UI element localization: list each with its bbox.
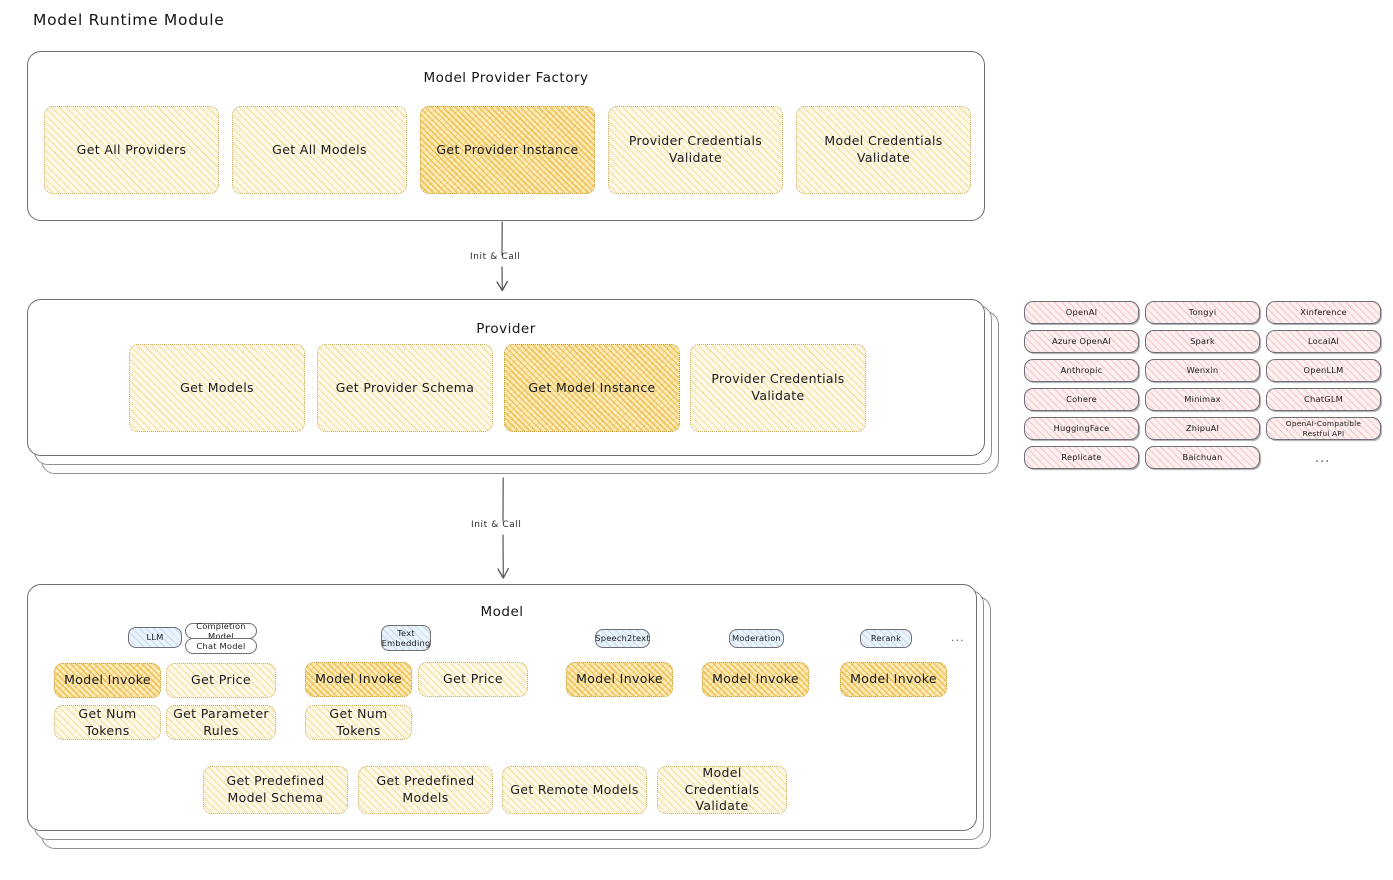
- provider-chip-zhipuai[interactable]: ZhipuAI: [1145, 417, 1260, 440]
- provider-chip-openllm[interactable]: OpenLLM: [1266, 359, 1381, 382]
- arrow-factory-to-provider-label: Init & Call: [470, 252, 521, 262]
- provider-list-more-ellipsis: ...: [1315, 451, 1331, 466]
- provider-chip-openai-compatible-restful-api[interactable]: OpenAI-Compatible Restful API: [1266, 417, 1381, 440]
- llm-method-get-parameter-rules[interactable]: Get Parameter Rules: [166, 705, 276, 740]
- provider-chip-spark[interactable]: Spark: [1145, 330, 1260, 353]
- speech2text-method-model-invoke[interactable]: Model Invoke: [566, 662, 673, 697]
- provider-chip-wenxin[interactable]: Wenxin: [1145, 359, 1260, 382]
- factory-box-get-all-models[interactable]: Get All Models: [232, 106, 407, 194]
- provider-chip-tongyi[interactable]: Tongyi: [1145, 301, 1260, 324]
- llm-method-get-num-tokens[interactable]: Get Num Tokens: [54, 705, 161, 740]
- model-type-badge-rerank[interactable]: Rerank: [860, 629, 912, 648]
- factory-box-get-all-providers[interactable]: Get All Providers: [44, 106, 219, 194]
- model-provider-factory-title: Model Provider Factory: [423, 70, 589, 86]
- provider-chip-baichuan[interactable]: Baichuan: [1145, 446, 1260, 469]
- model-method-get-predefined-model-schema[interactable]: Get Predefined Model Schema: [203, 766, 348, 814]
- model-type-badge-moderation[interactable]: Moderation: [729, 629, 784, 648]
- provider-chip-azure-openai[interactable]: Azure OpenAI: [1024, 330, 1139, 353]
- model-method-model-credentials-validate[interactable]: Model Credentials Validate: [657, 765, 787, 814]
- arrow-provider-to-model: Init & Call: [470, 477, 590, 585]
- provider-chip-localai[interactable]: LocalAI: [1266, 330, 1381, 353]
- model-sub-badge-chat-model[interactable]: Chat Model: [185, 638, 257, 654]
- arrow-provider-to-model-label: Init & Call: [471, 520, 522, 530]
- provider-box-get-provider-schema[interactable]: Get Provider Schema: [317, 344, 493, 432]
- model-method-get-predefined-models[interactable]: Get Predefined Models: [358, 766, 493, 814]
- factory-box-model-credentials-validate[interactable]: Model Credentials Validate: [796, 106, 971, 194]
- model-method-get-remote-models[interactable]: Get Remote Models: [502, 766, 647, 814]
- text-embedding-method-model-invoke[interactable]: Model Invoke: [305, 662, 412, 697]
- provider-box-provider-credentials-validate[interactable]: Provider Credentials Validate: [690, 344, 866, 432]
- provider-chip-openai[interactable]: OpenAI: [1024, 301, 1139, 324]
- moderation-method-model-invoke[interactable]: Model Invoke: [702, 662, 809, 697]
- provider-box-get-model-instance[interactable]: Get Model Instance: [504, 344, 680, 432]
- page-title: Model Runtime Module: [33, 11, 225, 29]
- arrow-down-icon: [497, 477, 509, 579]
- model-sub-badge-completion-model[interactable]: Completion Model: [185, 621, 257, 641]
- provider-chip-cohere[interactable]: Cohere: [1024, 388, 1139, 411]
- arrow-factory-to-provider: Init & Call: [468, 221, 588, 297]
- rerank-method-model-invoke[interactable]: Model Invoke: [840, 662, 947, 697]
- arrow-down-icon: [496, 221, 508, 292]
- model-types-more-ellipsis: ...: [951, 631, 965, 644]
- provider-chip-replicate[interactable]: Replicate: [1024, 446, 1139, 469]
- factory-box-provider-credentials-validate[interactable]: Provider Credentials Validate: [608, 106, 783, 194]
- model-type-badge-speech2text[interactable]: Speech2text: [595, 629, 650, 648]
- provider-box-get-models[interactable]: Get Models: [129, 344, 305, 432]
- factory-box-get-provider-instance[interactable]: Get Provider Instance: [420, 106, 595, 194]
- provider-chip-chatglm[interactable]: ChatGLM: [1266, 388, 1381, 411]
- model-type-badge-llm[interactable]: LLM: [128, 627, 182, 648]
- provider-chip-minimax[interactable]: Minimax: [1145, 388, 1260, 411]
- text-embedding-method-get-num-tokens[interactable]: Get Num Tokens: [305, 705, 412, 740]
- provider-panel-title: Provider: [476, 321, 536, 337]
- model-type-badge-text-embedding[interactable]: Text Embedding: [381, 625, 431, 651]
- provider-list: OpenAI Azure OpenAI Anthropic Cohere Hug…: [1024, 301, 1382, 476]
- provider-chip-xinference[interactable]: Xinference: [1266, 301, 1381, 324]
- text-embedding-method-get-price[interactable]: Get Price: [418, 662, 528, 697]
- provider-chip-huggingface[interactable]: HuggingFace: [1024, 417, 1139, 440]
- llm-method-model-invoke[interactable]: Model Invoke: [54, 663, 161, 698]
- model-panel-title: Model: [480, 604, 524, 620]
- provider-chip-anthropic[interactable]: Anthropic: [1024, 359, 1139, 382]
- llm-method-get-price[interactable]: Get Price: [166, 663, 276, 698]
